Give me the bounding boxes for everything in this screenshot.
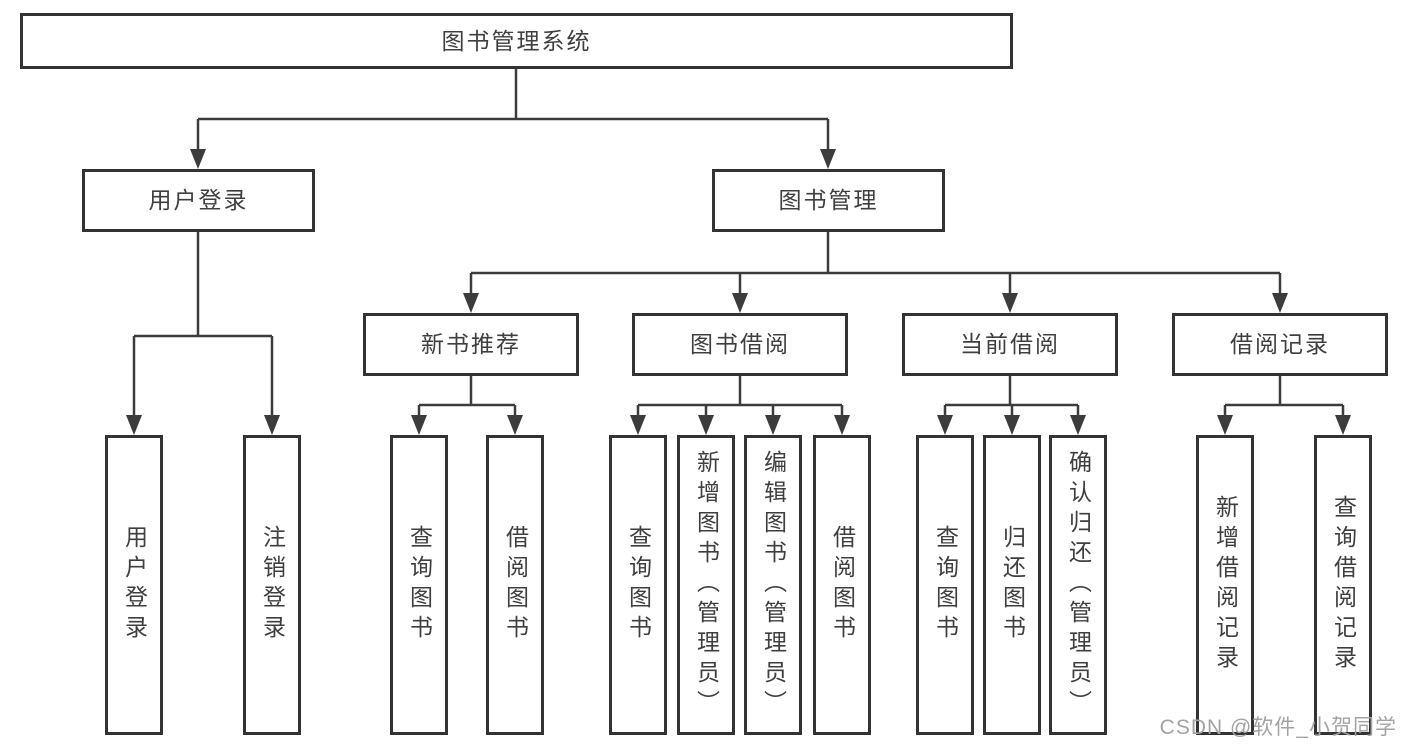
connector-new-book-branch: [411, 376, 523, 435]
leaf-query-borrow-record: 查询借阅记录: [1314, 435, 1372, 735]
arrowhead-icon: [126, 415, 142, 435]
node-borrow-records: 借阅记录: [1172, 313, 1388, 376]
arrowhead-icon: [1272, 293, 1288, 313]
csdn-watermark: CSDN @软件_小贺同学: [1159, 716, 1397, 739]
connector-root-branch: [190, 69, 836, 169]
leaf-borrow-query-books: 查询图书: [609, 435, 667, 735]
arrowhead-icon: [463, 293, 479, 313]
arrowhead-icon: [765, 415, 781, 435]
connector-book-management-branch: [463, 232, 1288, 313]
node-book-management: 图书管理: [712, 169, 945, 232]
arrowhead-icon: [190, 149, 206, 169]
connector-book-borrow-branch: [630, 376, 850, 435]
leaf-edit-books-admin: 编辑图书（管理员）: [744, 435, 802, 735]
arrowhead-icon: [1335, 415, 1351, 435]
arrowhead-icon: [820, 149, 836, 169]
arrowhead-icon: [937, 415, 953, 435]
leaf-logout: 注销登录: [243, 435, 301, 735]
leaf-return-books: 归还图书: [983, 435, 1041, 735]
node-book-borrow: 图书借阅: [632, 313, 848, 376]
node-root-library-system: 图书管理系统: [20, 13, 1013, 69]
leaf-user-login: 用户登录: [105, 435, 163, 735]
arrowhead-icon: [630, 415, 646, 435]
arrowhead-icon: [698, 415, 714, 435]
node-new-book-recommend: 新书推荐: [363, 313, 579, 376]
arrowhead-icon: [1002, 293, 1018, 313]
arrowhead-icon: [264, 415, 280, 435]
arrowhead-icon: [1070, 415, 1086, 435]
node-user-login: 用户登录: [82, 169, 315, 232]
connector-user-login-branch: [126, 232, 280, 435]
connector-borrow-records-branch: [1217, 376, 1351, 435]
leaf-newbook-borrow-books: 借阅图书: [486, 435, 544, 735]
arrowhead-icon: [411, 415, 427, 435]
leaf-add-books-admin: 新增图书（管理员）: [677, 435, 735, 735]
leaf-add-borrow-record: 新增借阅记录: [1196, 435, 1254, 735]
arrowhead-icon: [507, 415, 523, 435]
connector-current-borrow-branch: [937, 376, 1086, 435]
arrowhead-icon: [732, 293, 748, 313]
arrowhead-icon: [1004, 415, 1020, 435]
leaf-borrow-borrow-books: 借阅图书: [813, 435, 871, 735]
arrowhead-icon: [834, 415, 850, 435]
node-current-borrow: 当前借阅: [902, 313, 1118, 376]
leaf-newbook-query-books: 查询图书: [390, 435, 448, 735]
leaf-current-query-books: 查询图书: [916, 435, 974, 735]
leaf-confirm-return-admin: 确认归还（管理员）: [1049, 435, 1107, 735]
arrowhead-icon: [1217, 415, 1233, 435]
